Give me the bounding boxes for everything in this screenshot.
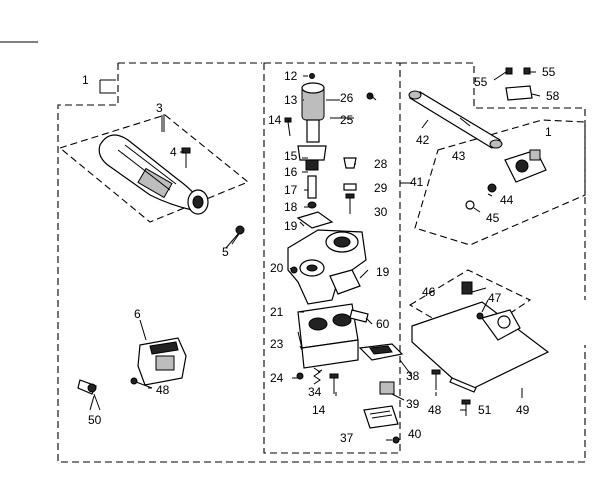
label-44: 44 bbox=[500, 193, 514, 207]
mounting-plate-49-part bbox=[411, 301, 550, 393]
bracket-6-part bbox=[137, 337, 187, 386]
label-50: 50 bbox=[88, 413, 102, 427]
label-37: 37 bbox=[340, 431, 354, 445]
label-40: 40 bbox=[408, 427, 422, 441]
label-20: 20 bbox=[270, 261, 284, 275]
label-38: 38 bbox=[406, 369, 420, 383]
label-16: 16 bbox=[284, 165, 298, 179]
label-48-left: 48 bbox=[156, 383, 170, 397]
label-13: 13 bbox=[284, 93, 298, 107]
label-58: 58 bbox=[546, 89, 560, 103]
label-42: 42 bbox=[416, 133, 430, 147]
fitting-55-58-part bbox=[505, 67, 533, 101]
label-30: 30 bbox=[374, 205, 388, 219]
label-55-right: 55 bbox=[542, 65, 556, 79]
label-3: 3 bbox=[156, 101, 163, 115]
label-49: 49 bbox=[516, 403, 530, 417]
label-45: 45 bbox=[486, 211, 500, 225]
nut-44-part bbox=[487, 183, 497, 193]
screw-4-part bbox=[181, 147, 191, 168]
label-25: 25 bbox=[340, 113, 354, 127]
label-26: 26 bbox=[340, 91, 354, 105]
screw-47-part bbox=[476, 312, 484, 320]
label-4: 4 bbox=[170, 145, 177, 159]
valve-column bbox=[284, 73, 404, 444]
label-18: 18 bbox=[284, 200, 298, 214]
screw-48-left-part bbox=[130, 377, 153, 389]
label-21: 21 bbox=[270, 305, 284, 319]
label-1-right: 1 bbox=[545, 125, 552, 139]
control-43-part bbox=[504, 149, 547, 183]
callout-1-bracket bbox=[99, 79, 116, 94]
label-19-right: 19 bbox=[376, 265, 390, 279]
label-23: 23 bbox=[270, 337, 284, 351]
label-14-top: 14 bbox=[268, 113, 282, 127]
label-5: 5 bbox=[222, 245, 229, 259]
label-29: 29 bbox=[374, 181, 388, 195]
label-46: 46 bbox=[422, 285, 436, 299]
label-43: 43 bbox=[452, 149, 466, 163]
label-47: 47 bbox=[488, 291, 502, 305]
label-19-left: 19 bbox=[284, 219, 298, 233]
screw-48-right-part bbox=[431, 369, 441, 390]
label-14-bottom: 14 bbox=[312, 403, 326, 417]
label-55-left: 55 bbox=[474, 75, 488, 89]
clip-46-part bbox=[461, 281, 473, 295]
washer-5-part bbox=[235, 225, 245, 235]
label-12: 12 bbox=[284, 69, 298, 83]
label-17: 17 bbox=[284, 183, 298, 197]
burner-part bbox=[98, 134, 209, 215]
label-34: 34 bbox=[308, 385, 322, 399]
label-6: 6 bbox=[134, 307, 141, 321]
label-48-right: 48 bbox=[428, 403, 442, 417]
label-60: 60 bbox=[376, 317, 390, 331]
label-39: 39 bbox=[406, 397, 420, 411]
callout-6-leader bbox=[139, 319, 147, 341]
rod-42-part bbox=[408, 90, 503, 149]
label-15: 15 bbox=[284, 149, 298, 163]
label-28: 28 bbox=[374, 157, 388, 171]
label-41: 41 bbox=[410, 175, 424, 189]
control-boundary bbox=[414, 119, 586, 246]
wing-nut-50-part bbox=[77, 379, 101, 411]
outer-boundary bbox=[57, 62, 586, 463]
label-51: 51 bbox=[478, 403, 492, 417]
label-24: 24 bbox=[270, 371, 284, 385]
label-1: 1 bbox=[82, 73, 89, 87]
callout-labels: 1 1 3 4 5 6 12 13 14 15 16 17 18 19 19 2… bbox=[82, 65, 560, 445]
nut-45-part bbox=[465, 200, 475, 210]
screw-51-part bbox=[461, 399, 471, 416]
valve-assembly-boundary bbox=[263, 62, 401, 454]
